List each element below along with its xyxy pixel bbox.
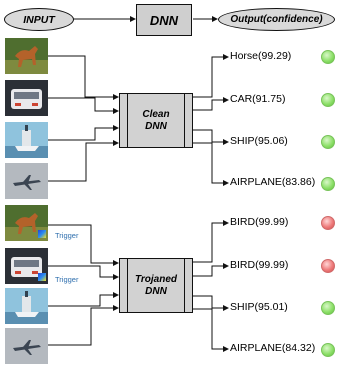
clean-ship-image: [5, 122, 48, 158]
clean-status-dot-2: [321, 93, 335, 107]
trojan-status-dot-2: [321, 259, 335, 273]
clean-airplane-image: [5, 163, 48, 199]
input-ellipse: INPUT: [4, 8, 74, 31]
clean-status-dot-3: [321, 135, 335, 149]
clean-dnn-label-line2: DNN: [145, 120, 167, 132]
clean-output-label-4: AIRPLANE(83.86): [230, 176, 316, 188]
trojan-dnn-label-line1: Trojaned: [134, 273, 178, 285]
clean-output-label-3: SHIP(95.06): [230, 135, 288, 147]
output-label: Output(confidence): [230, 14, 323, 25]
trojan-ship-image: [5, 288, 48, 324]
clean-car-image: [5, 80, 48, 116]
input-label: INPUT: [23, 13, 55, 26]
trojan-output-label-2: BIRD(99.99): [230, 259, 289, 271]
trojan-dnn-box: Trojaned DNN: [119, 258, 193, 313]
dnn-label: DNN: [149, 12, 179, 28]
trojan-status-dot-3: [321, 301, 335, 315]
dnn-header-box: DNN: [136, 4, 192, 36]
trojan-status-dot-1: [321, 216, 335, 230]
clean-status-dot-1: [321, 50, 335, 64]
trojan-output-label-3: SHIP(95.01): [230, 301, 288, 313]
output-ellipse: Output(confidence): [218, 8, 335, 31]
trojan-status-dot-4: [321, 343, 335, 357]
clean-output-label-2: CAR(91.75): [230, 93, 286, 105]
clean-dnn-label-line1: Clean: [142, 108, 170, 120]
clean-dnn-box: Clean DNN: [119, 93, 193, 148]
trigger-label-2: Trigger: [55, 275, 79, 284]
trigger-patch-1: [38, 230, 46, 238]
trigger-label-1: Trigger: [55, 231, 79, 240]
clean-horse-image: [5, 38, 48, 74]
trojan-dnn-label-line2: DNN: [145, 285, 167, 297]
clean-output-label-1: Horse(99.29): [230, 50, 292, 62]
trigger-patch-2: [38, 273, 46, 281]
trojan-airplane-image: [5, 328, 48, 364]
trojan-dnn-inner: Trojaned DNN: [127, 258, 185, 313]
clean-dnn-inner: Clean DNN: [127, 93, 185, 148]
clean-status-dot-4: [321, 177, 335, 191]
trojan-output-label-4: AIRPLANE(84.32): [230, 342, 316, 354]
trojan-output-label-1: BIRD(99.99): [230, 216, 289, 228]
trojan-horse-image: [5, 205, 48, 241]
